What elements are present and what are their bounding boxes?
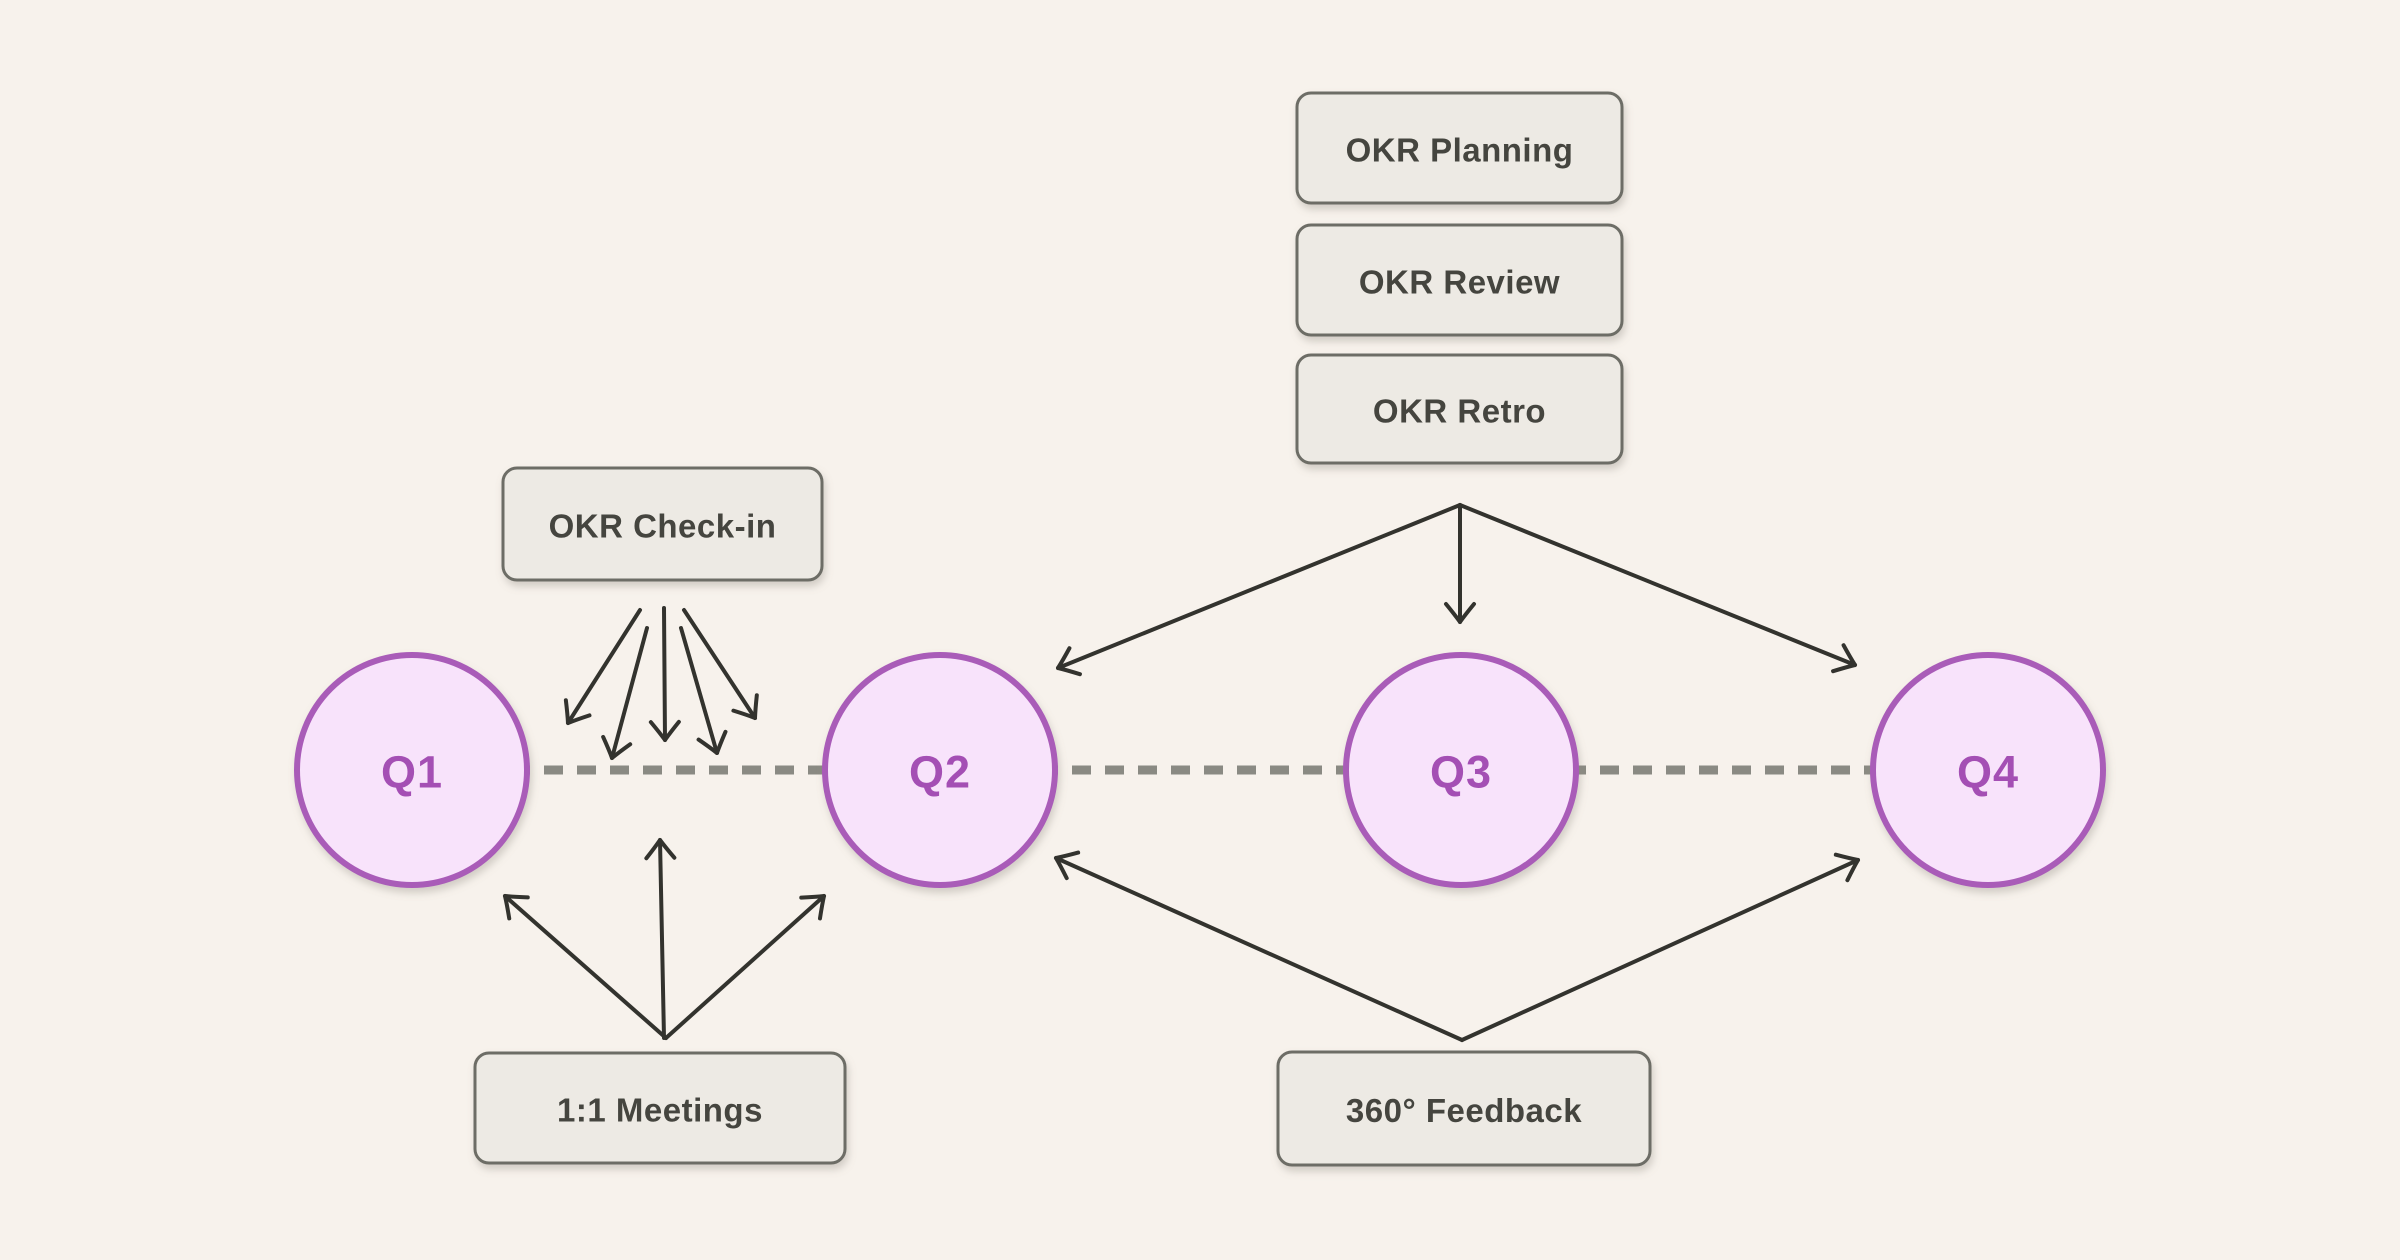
milestone-circle-q1: Q1	[294, 652, 530, 888]
arrow-okr-retro-fan	[1458, 503, 1857, 674]
arrow-okr-retro-fan	[1056, 503, 1462, 677]
arrow-one-on-one-fan	[503, 894, 668, 1040]
task-box-label: 360° Feedback	[1346, 1092, 1582, 1129]
task-box-okr-check-in: OKR Check-in	[501, 466, 824, 582]
milestone-circle-label: Q1	[381, 747, 443, 798]
arrow-okr-check-in-fan	[682, 608, 759, 720]
task-box-rect	[1295, 223, 1624, 337]
arrow-feedback-360-fan	[1054, 850, 1464, 1042]
task-box-okr-retro: OKR Retro	[1295, 353, 1624, 465]
milestone-circle-label: Q2	[909, 747, 971, 798]
task-box-feedback-360: 360° Feedback	[1276, 1050, 1652, 1167]
milestone-circle-shape	[1870, 652, 2106, 888]
arrow-okr-check-in-fan	[563, 608, 642, 725]
task-box-label: 1:1 Meetings	[557, 1092, 763, 1129]
milestone-circle-q3: Q3	[1343, 652, 1579, 888]
task-box-label: OKR Check-in	[549, 508, 777, 545]
milestone-circle-q4: Q4	[1870, 652, 2106, 888]
task-box-label: OKR Review	[1359, 264, 1560, 301]
arrow-feedback-360-fan	[1460, 852, 1860, 1042]
milestone-circle-label: Q4	[1957, 747, 2019, 798]
arrow-one-on-one-fan	[644, 838, 677, 1040]
arrow-okr-check-in-fan	[601, 626, 649, 760]
task-box-rect	[1295, 353, 1624, 465]
task-box-rect	[1276, 1050, 1652, 1167]
task-box-label: OKR Retro	[1373, 393, 1546, 430]
task-box-okr-planning: OKR Planning	[1295, 91, 1624, 205]
task-box-rect	[473, 1051, 847, 1165]
arrow-one-on-one-fan	[664, 894, 826, 1040]
task-box-okr-review: OKR Review	[1295, 223, 1624, 337]
arrow-okr-check-in-fan	[679, 626, 728, 755]
milestone-circle-shape	[822, 652, 1058, 888]
task-box-rect	[501, 466, 824, 582]
milestone-circle-label: Q3	[1430, 747, 1492, 798]
task-box-one-on-one-meetings: 1:1 Meetings	[473, 1051, 847, 1165]
arrow-okr-check-in-fan	[648, 606, 681, 742]
milestone-circle-q2: Q2	[822, 652, 1058, 888]
milestone-circle-shape	[1343, 652, 1579, 888]
task-box-rect	[1295, 91, 1624, 205]
task-box-label: OKR Planning	[1346, 132, 1574, 169]
milestone-circle-shape	[294, 652, 530, 888]
